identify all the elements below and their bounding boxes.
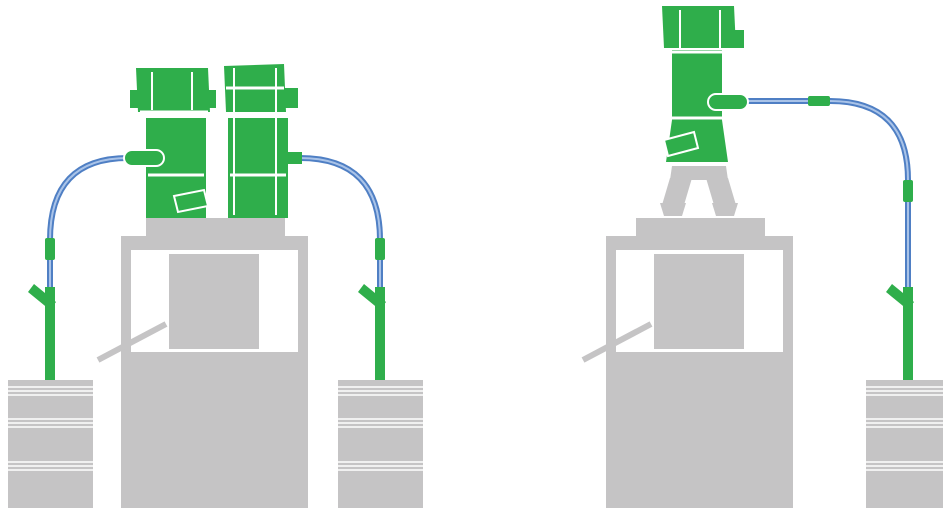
motor-fin bbox=[284, 88, 298, 108]
pump-single bbox=[662, 6, 749, 162]
lever-arm bbox=[96, 321, 168, 363]
lever-arm bbox=[581, 321, 653, 363]
single-pump-setup bbox=[581, 6, 943, 508]
drum-body bbox=[866, 380, 943, 508]
pump-left bbox=[123, 68, 216, 218]
dual-pump-setup bbox=[8, 64, 423, 508]
discharge-nozzle bbox=[284, 152, 302, 164]
handle bbox=[172, 188, 210, 214]
far-right-drum bbox=[866, 380, 943, 508]
drum-stripes bbox=[866, 386, 943, 471]
stand-leg bbox=[662, 178, 692, 205]
motor-fin bbox=[734, 30, 744, 48]
mounting-plate bbox=[146, 218, 285, 236]
stand-top bbox=[670, 166, 728, 180]
dip-tube bbox=[45, 287, 55, 380]
left-drum bbox=[8, 380, 93, 508]
pump-motor bbox=[136, 68, 210, 112]
right-drum bbox=[338, 380, 423, 508]
pump-body bbox=[228, 118, 288, 218]
machine-cabinet-2 bbox=[581, 218, 793, 508]
dip-tube bbox=[903, 287, 913, 380]
hose-coupling bbox=[903, 180, 913, 202]
handle bbox=[662, 130, 700, 158]
left-hose bbox=[28, 155, 129, 380]
drum-stripes bbox=[8, 386, 93, 471]
pump-right bbox=[224, 64, 302, 218]
drum-stripes bbox=[338, 386, 423, 471]
stand-foot bbox=[712, 203, 738, 216]
inner-hopper bbox=[654, 254, 744, 349]
discharge-nozzle bbox=[707, 93, 749, 111]
drum-body bbox=[338, 380, 423, 508]
discharge-nozzle bbox=[123, 149, 165, 167]
hose-coupling bbox=[375, 238, 385, 260]
machine-cabinet bbox=[96, 218, 308, 508]
drum-valve bbox=[886, 284, 914, 310]
drum-body bbox=[8, 380, 93, 508]
pump-body bbox=[666, 50, 728, 162]
hose-coupling bbox=[45, 238, 55, 260]
inner-hopper bbox=[169, 254, 259, 349]
pump-stand bbox=[660, 166, 738, 216]
single-hose bbox=[740, 96, 914, 380]
drum-valve bbox=[28, 284, 56, 310]
motor-fin bbox=[208, 90, 216, 108]
pump-motor bbox=[662, 6, 736, 48]
dip-tube bbox=[375, 287, 385, 380]
motor-fin bbox=[130, 90, 140, 108]
mounting-plate bbox=[636, 218, 765, 236]
right-hose bbox=[299, 155, 386, 380]
drum-valve bbox=[358, 284, 386, 310]
hose-coupling bbox=[808, 96, 830, 106]
stand-foot bbox=[660, 203, 686, 216]
stand-leg bbox=[706, 178, 736, 205]
